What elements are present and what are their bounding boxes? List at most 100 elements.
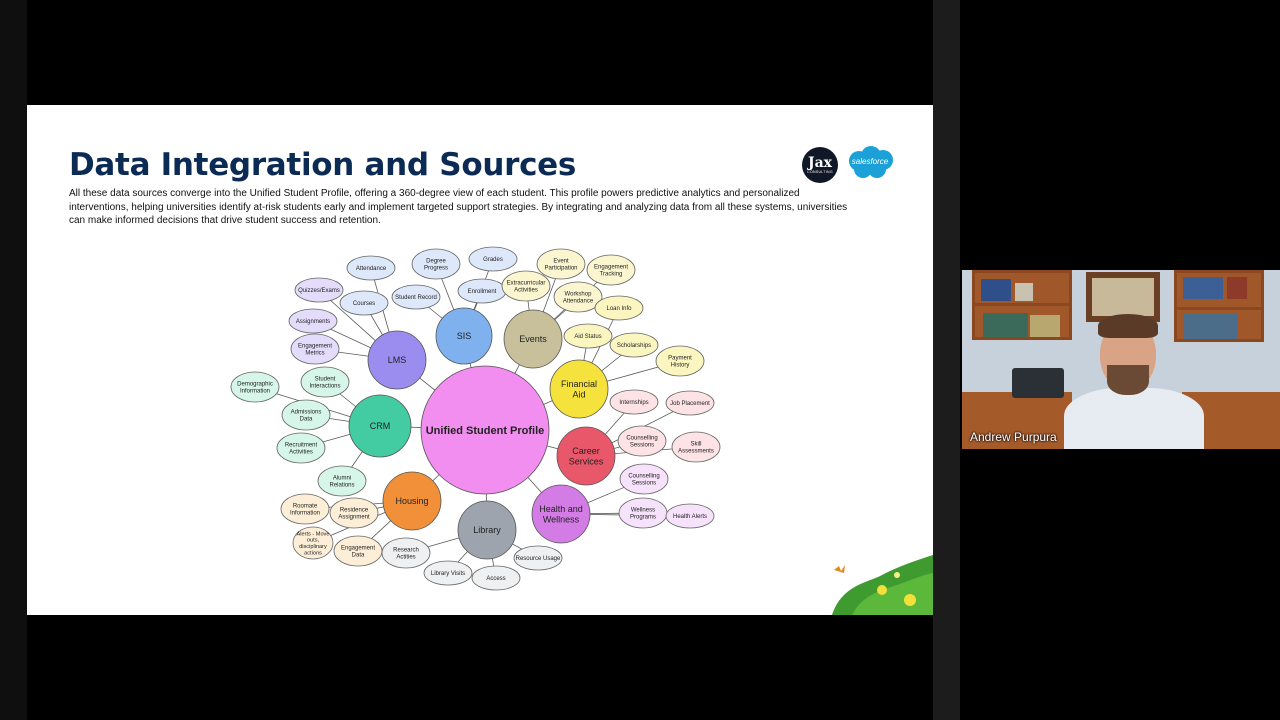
leaf-label-library-visits: Library Visits	[431, 571, 465, 577]
leaf-label-access: Access	[486, 576, 505, 582]
leaf-node-internships: Internships	[609, 389, 659, 415]
leaf-node-aid-status: Aid Status	[563, 323, 613, 349]
leaf-node-attendance: Attendance	[346, 255, 396, 281]
shared-slide: Data Integration and Sources All these d…	[27, 105, 933, 615]
leaf-label-scholarships: Scholarships	[617, 343, 651, 349]
leaf-node-resource-usage: Resource Usage	[513, 545, 563, 571]
hub-label-events: Events	[519, 334, 547, 344]
bookshelf-left	[972, 270, 1072, 340]
participant-name: Andrew Purpura	[970, 430, 1057, 444]
leaf-node-grades: Grades	[468, 246, 518, 272]
hub-label-lms: LMS	[388, 355, 407, 365]
salesforce-cloud-icon	[849, 146, 893, 178]
hub-node-library: Library	[457, 500, 517, 560]
leaf-label-courses: Courses	[353, 301, 375, 307]
person-hair	[1098, 314, 1158, 338]
leaf-node-scholarships: Scholarships	[609, 332, 659, 358]
leaf-label-attendance: Attendance	[356, 266, 387, 272]
leaf-label-assignments: Assignments	[296, 319, 330, 325]
jax-logo: Jax CONSULTING	[802, 147, 838, 183]
hub-label-crm: CRM	[370, 421, 391, 431]
jax-logo-text: Jax	[807, 154, 833, 171]
leaf-label-internships: Internships	[619, 400, 648, 406]
hub-node-lms: LMS	[367, 330, 427, 390]
wall-picture	[1086, 272, 1160, 322]
hub-node-housing: Housing	[382, 471, 442, 531]
leaf-label-quizzes: Quizzes/Exams	[298, 288, 340, 294]
jax-logo-subtext: CONSULTING	[807, 169, 833, 174]
panel-divider	[933, 0, 960, 720]
leaf-node-enrollment: Enrollment	[457, 278, 507, 304]
leaf-label-resource-usage: Resource Usage	[516, 556, 561, 562]
desk-left	[962, 392, 1072, 449]
slide-body-text: All these data sources converge into the…	[69, 188, 848, 226]
center-label: Unified Student Profile	[426, 425, 545, 437]
butterfly-icon	[834, 565, 845, 573]
leaf-node-job-placement: Job Placement	[665, 390, 715, 416]
leaf-label-student-record: Student Record	[395, 295, 437, 301]
leaf-label-enrollment: Enrollment	[468, 289, 497, 295]
leaf-node-courses: Courses	[339, 290, 389, 316]
leaf-label-grades: Grades	[483, 257, 503, 263]
leaf-node-library-visits: Library Visits	[423, 560, 473, 586]
leaf-node-quizzes: Quizzes/Exams	[294, 277, 344, 303]
hub-node-crm: CRM	[348, 394, 412, 458]
leaf-node-loan-info: Loan Info	[594, 295, 644, 321]
participant-video[interactable]: Andrew Purpura	[962, 270, 1280, 449]
printer	[1012, 368, 1064, 398]
hub-node-events: Events	[503, 309, 563, 369]
hub-node-sis: SIS	[435, 307, 493, 365]
leaf-node-health-alerts: Health Alerts	[665, 503, 715, 529]
person-beard	[1107, 365, 1149, 395]
data-sources-diagram: AttendanceQuizzes/ExamsCoursesAssignment…	[230, 246, 721, 591]
flower-decoration	[832, 555, 933, 615]
left-border	[0, 0, 27, 720]
leaf-label-loan-info: Loan Info	[606, 306, 632, 312]
hub-label-sis: SIS	[457, 331, 472, 341]
bookshelf-right	[1174, 270, 1264, 342]
